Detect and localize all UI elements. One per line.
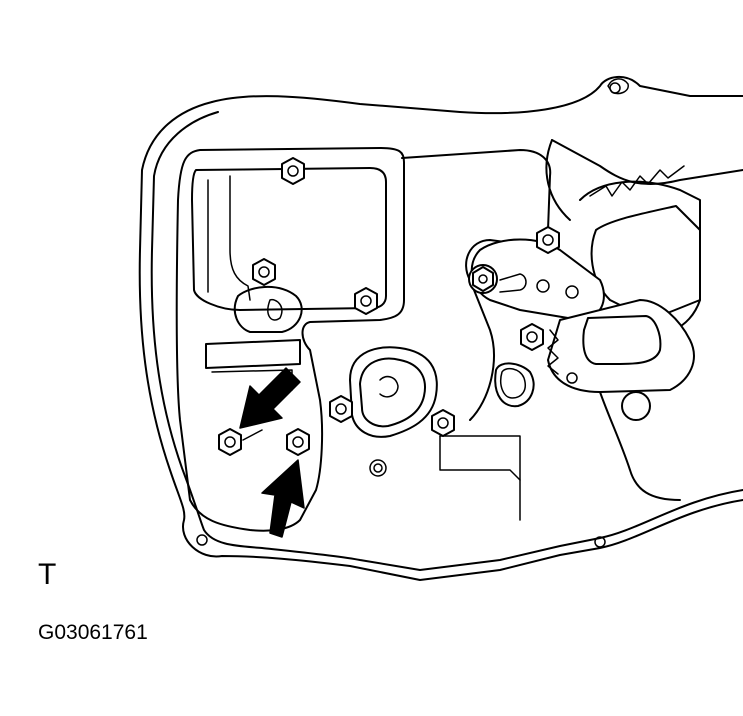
- arrow-to-lower-left-bolt-icon: [239, 367, 301, 429]
- bolt-top: [281, 157, 305, 185]
- window-regulator-mechanism: [470, 139, 743, 501]
- bolt-upper-left: [252, 258, 276, 286]
- bolt-regulator-pivot: [468, 264, 498, 294]
- center-access-hole: [349, 346, 438, 477]
- bolt-center-left: [329, 395, 353, 423]
- bolt-center-upper: [354, 287, 378, 315]
- bolt-lower-left: [218, 428, 242, 456]
- arrow-to-lower-right-bolt-icon: [261, 459, 305, 538]
- bolt-regulator-upper: [536, 226, 560, 254]
- bolt-regulator-lower: [520, 323, 544, 351]
- callout-arrows: [239, 367, 305, 538]
- panel-inner-boundary: [175, 147, 552, 532]
- panel-outer-outline: [138, 76, 743, 581]
- bolt-lower-right: [286, 428, 310, 456]
- figure-corner-letter: T: [38, 558, 57, 591]
- bolt-center-right: [431, 409, 455, 437]
- bolts: [218, 157, 560, 456]
- figure-code: G03061761: [38, 621, 148, 644]
